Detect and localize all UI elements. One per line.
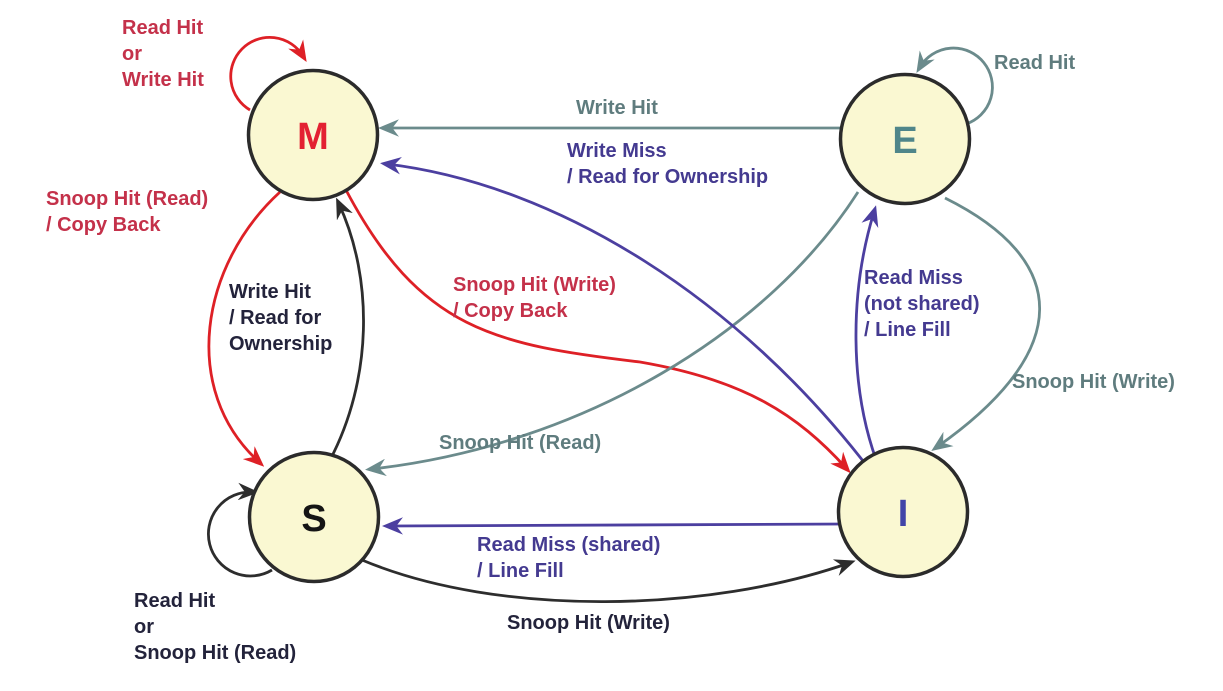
state-node-exclusive — [838, 72, 972, 206]
label-e-to-m-write-hit: Write Hit — [576, 97, 658, 119]
label-m-to-s-snoop-hit-read-copy-back: Snoop Hit (Read) / Copy Back — [46, 188, 209, 236]
transition-m-to-i-arrow — [344, 189, 851, 474]
label-m-self-read-or-write-hit: Read Hit or Write Hit — [122, 17, 204, 91]
state-node-modified — [246, 68, 380, 202]
label-e-to-i-snoop-hit-write: Snoop Hit (Write) — [1012, 371, 1175, 393]
label-s-self-read-hit-or-snoop-hit-read: Read Hit or Snoop Hit (Read) — [134, 590, 297, 664]
transition-s-to-m-arrow — [328, 197, 365, 461]
transition-i-to-m-arrow — [380, 157, 872, 471]
label-e-to-s-snoop-hit-read: Snoop Hit (Read) — [439, 432, 602, 454]
label-i-to-m-write-miss-rfo: Write Miss / Read for Ownership — [567, 140, 769, 188]
transition-m-self-arrow — [229, 35, 307, 112]
label-i-to-e-read-miss-not-shared: Read Miss (not shared) / Line Fill — [864, 267, 980, 341]
transition-s-self-arrow — [207, 482, 273, 578]
transition-i-to-e-arrow — [854, 205, 882, 471]
state-node-shared — [247, 450, 381, 584]
state-node-invalid — [836, 445, 970, 579]
state-letter-i: I — [898, 493, 909, 535]
label-s-to-i-snoop-hit-write: Snoop Hit (Write) — [507, 612, 670, 634]
label-e-self-read-hit: Read Hit — [994, 52, 1076, 74]
transition-s-to-i-arrow — [361, 558, 856, 603]
transition-e-self-arrow — [916, 46, 994, 126]
state-letter-s: S — [301, 498, 326, 540]
transition-i-to-s-arrow — [382, 517, 846, 535]
label-m-to-i-snoop-hit-write-copy-back: Snoop Hit (Write) / Copy Back — [453, 274, 616, 322]
label-s-to-m-write-hit-rfo: Write Hit / Read for Ownership — [229, 281, 333, 355]
state-letter-m: M — [297, 116, 329, 158]
transition-m-to-s-arrow — [207, 190, 281, 467]
state-letter-e: E — [892, 120, 917, 162]
transition-e-to-i-arrow — [931, 196, 1042, 452]
label-i-to-s-read-miss-shared: Read Miss (shared) / Line Fill — [477, 534, 661, 582]
transition-e-to-s-arrow — [365, 191, 860, 477]
